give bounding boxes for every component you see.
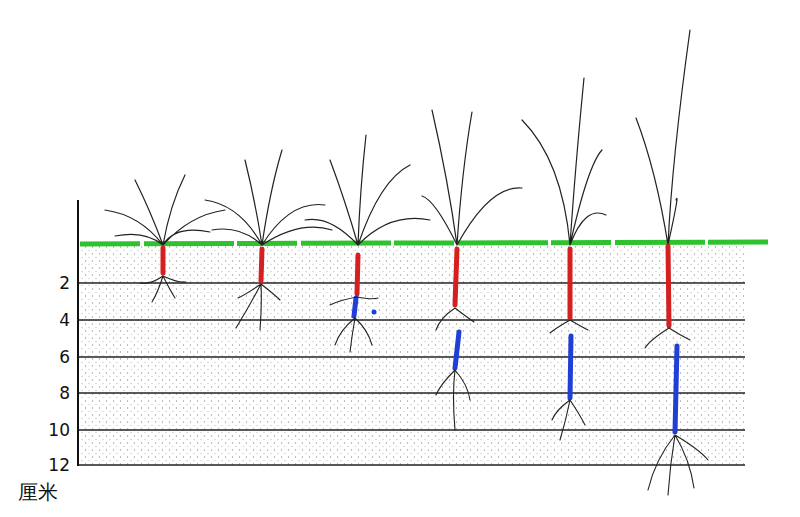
depth-tick-label: 4 xyxy=(59,312,70,329)
depth-tick-label: 12 xyxy=(48,457,70,474)
depth-lines xyxy=(78,283,745,465)
upper-internodes xyxy=(163,246,669,326)
depth-tick-label: 6 xyxy=(59,349,70,366)
depth-tick-label: 10 xyxy=(48,422,70,439)
depth-tick-label: 8 xyxy=(59,385,70,402)
unit-label: 厘米 xyxy=(18,482,58,502)
soil xyxy=(78,245,745,465)
lower-internodes xyxy=(354,298,677,432)
roots xyxy=(140,276,708,495)
leaves xyxy=(105,30,690,245)
depth-axis xyxy=(77,200,79,466)
depth-tick-label: 2 xyxy=(59,275,70,292)
